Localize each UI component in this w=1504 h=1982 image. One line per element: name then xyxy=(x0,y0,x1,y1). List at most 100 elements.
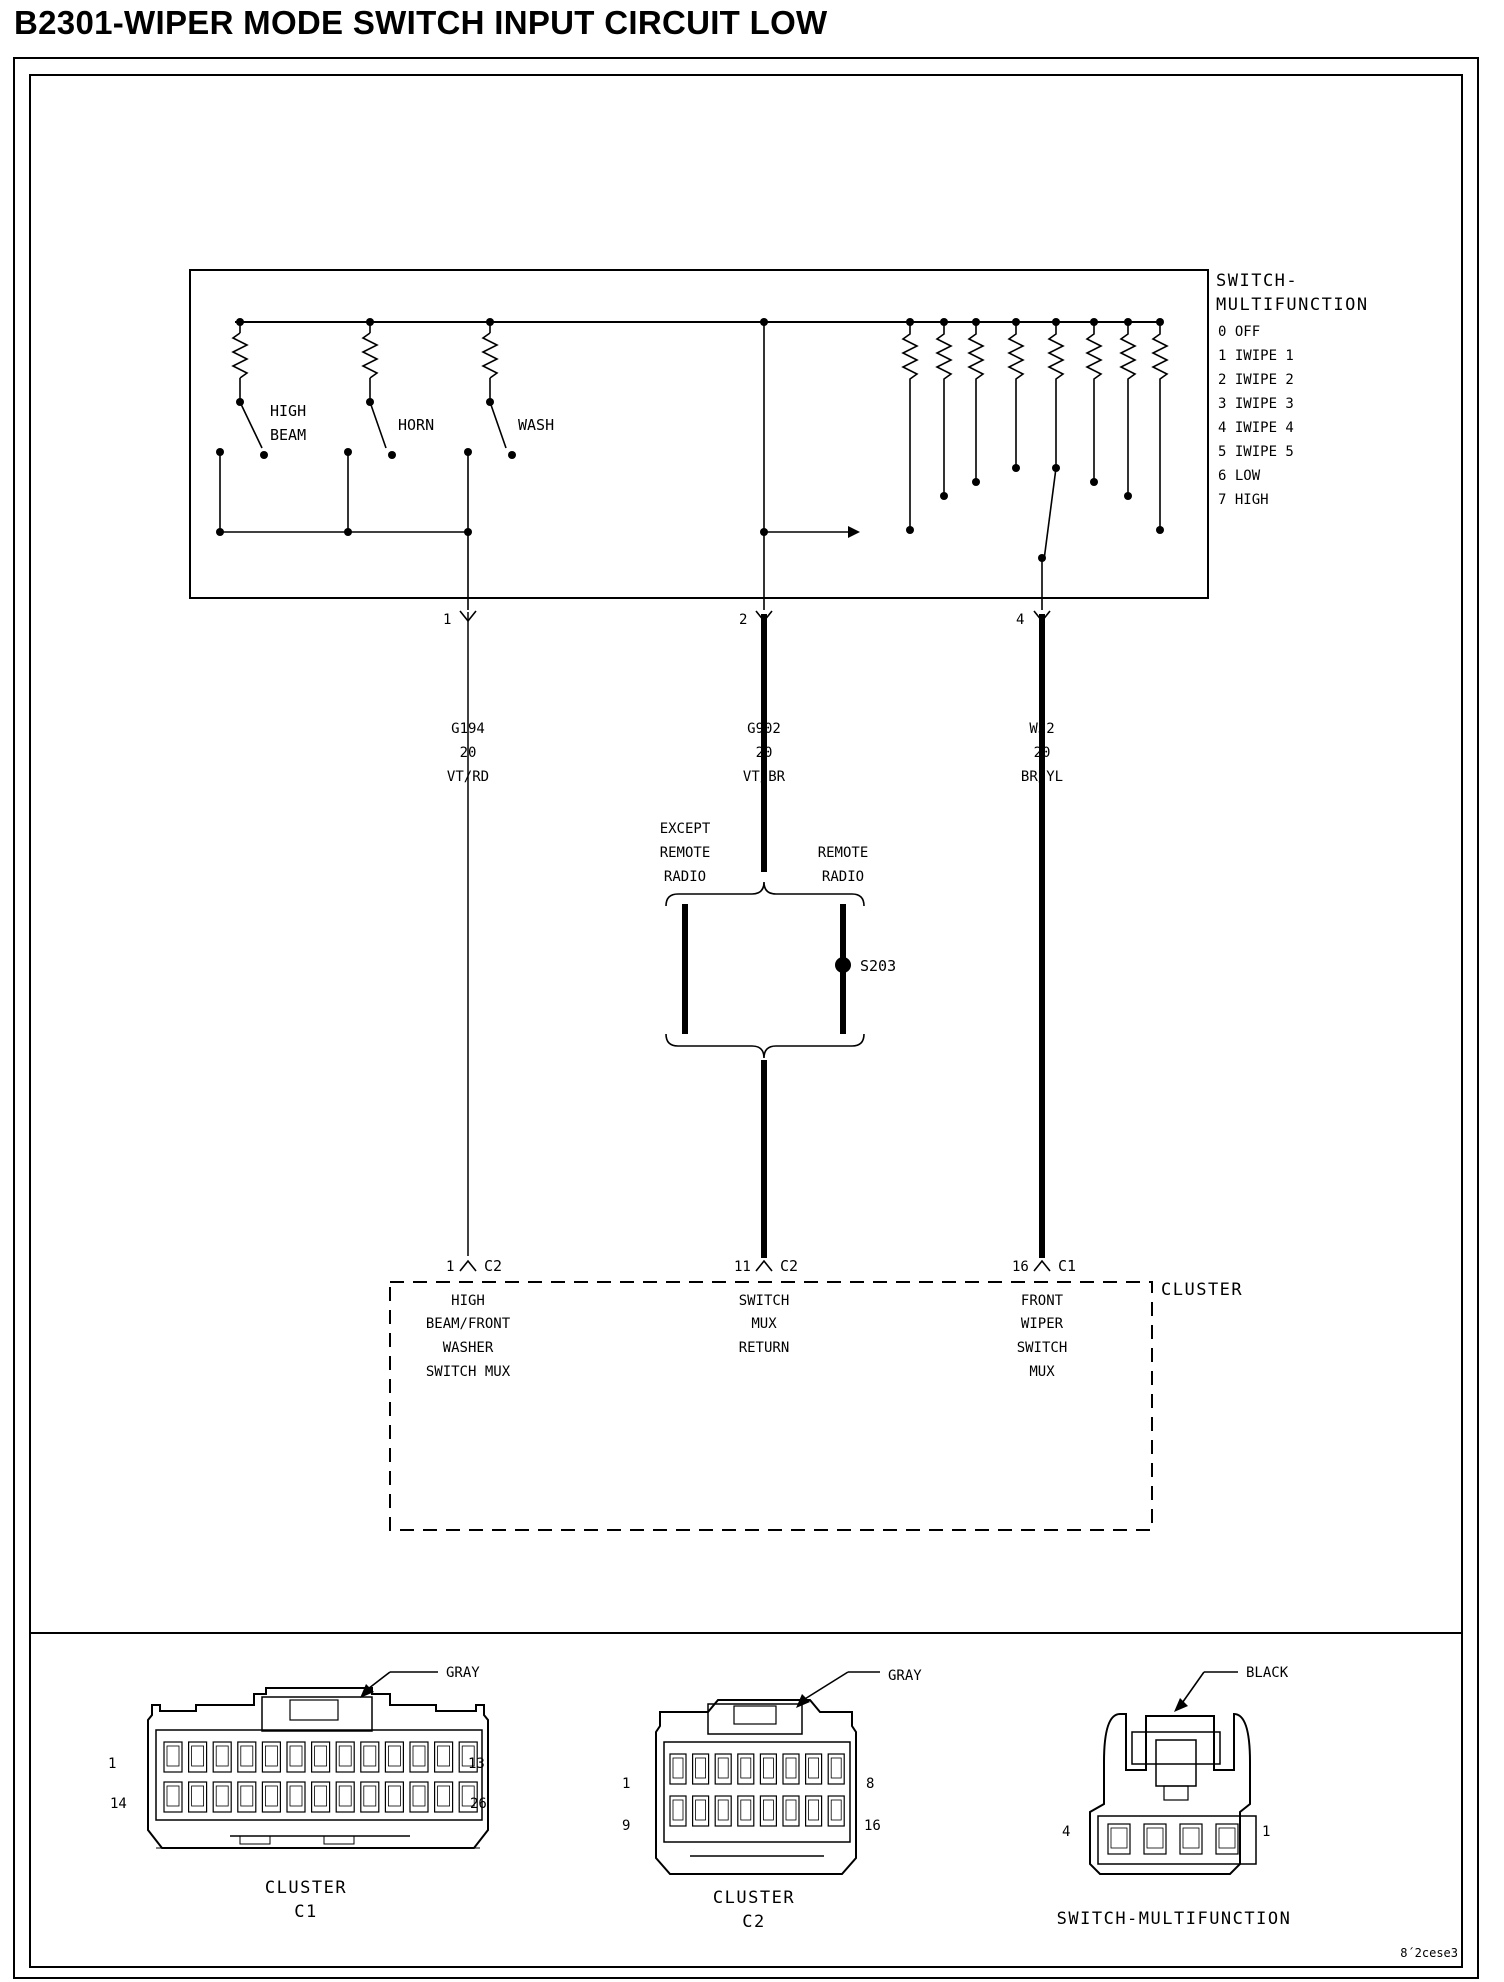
pin-cavity xyxy=(759,1795,778,1827)
pin-terminal xyxy=(191,1785,205,1807)
pin-terminal xyxy=(240,1745,254,1767)
ladder-node xyxy=(1052,318,1060,326)
ladder-resistor xyxy=(1085,322,1103,482)
ladder-resistor xyxy=(1119,322,1137,496)
pin-terminal xyxy=(338,1745,352,1767)
option-braces xyxy=(665,881,865,1059)
pin-cavity xyxy=(384,1741,404,1773)
connector-name: SWITCH-MULTIFUNCTION xyxy=(1057,1909,1292,1929)
wire-gauge: 20 xyxy=(460,745,477,761)
pin-cavity xyxy=(1107,1823,1131,1855)
splice-dot xyxy=(835,957,851,973)
pin-terminal xyxy=(763,1757,774,1779)
pin-terminal xyxy=(166,1745,180,1767)
ladder-node xyxy=(1012,318,1020,326)
pin-cavity xyxy=(360,1741,380,1773)
cluster-connector-id: C2 xyxy=(484,1257,502,1275)
pin-terminal xyxy=(314,1785,328,1807)
pin-cavity xyxy=(458,1781,478,1813)
cluster-name: CLUSTER xyxy=(1161,1280,1243,1300)
pin-cavity xyxy=(759,1753,778,1785)
pin-terminal xyxy=(717,1799,729,1821)
pin-terminal xyxy=(215,1745,229,1767)
option-right-label: REMOTE xyxy=(818,845,869,861)
pin-terminal xyxy=(1218,1827,1236,1849)
pin-terminal xyxy=(437,1785,451,1807)
connector-name: CLUSTER xyxy=(713,1888,795,1908)
connector-c2-pin-cavities xyxy=(669,1753,845,1827)
wire-gauge: 20 xyxy=(756,745,773,761)
option-left-label: EXCEPT xyxy=(660,821,711,837)
pin-terminal xyxy=(672,1799,684,1821)
pin-terminal xyxy=(363,1785,377,1807)
wire-color: VT/RD xyxy=(447,769,489,785)
wire-color: BR/YL xyxy=(1021,769,1063,785)
pin-cavity xyxy=(188,1781,208,1813)
pin-terminal xyxy=(695,1799,706,1821)
switch-position: 0 OFF xyxy=(1218,324,1260,340)
pin-terminal xyxy=(461,1745,475,1767)
connector-name: CLUSTER xyxy=(265,1878,347,1898)
pin-cavity xyxy=(434,1781,454,1813)
pin-terminal xyxy=(1110,1827,1128,1849)
ladder-resistor xyxy=(1047,322,1065,468)
pin-terminal xyxy=(830,1757,842,1779)
wire-circuit: W52 xyxy=(1029,721,1054,737)
cluster-connector-id: C1 xyxy=(1058,1257,1076,1275)
option-left-label: REMOTE xyxy=(660,845,711,861)
pin-cavity xyxy=(409,1781,429,1813)
cluster-pin-desc: WASHER xyxy=(443,1340,494,1356)
connector-pin-ref: 1 xyxy=(108,1756,116,1772)
connector-switch-multifunction xyxy=(1089,1712,1257,1875)
pin-cavity xyxy=(409,1741,429,1773)
pin-cavity xyxy=(782,1795,800,1827)
cluster-pin-desc: WIPER xyxy=(1021,1316,1064,1332)
cluster-pin-desc: SWITCH MUX xyxy=(426,1364,511,1380)
pin-cavity xyxy=(827,1795,845,1827)
ladder-resistor xyxy=(967,322,985,482)
ladder-node xyxy=(972,478,980,486)
cluster-pin-desc: MUX xyxy=(751,1316,777,1332)
connector-color: BLACK xyxy=(1246,1665,1289,1681)
pin-terminal xyxy=(785,1799,797,1821)
pin-cavity xyxy=(691,1795,710,1827)
figure-id: 8´2cese3 xyxy=(1400,1946,1458,1960)
pin-terminal xyxy=(363,1745,377,1767)
splice-label: S203 xyxy=(860,957,896,975)
connector-cluster-c2 xyxy=(655,1699,857,1875)
cluster-pin-desc: SWITCH xyxy=(739,1293,790,1309)
connector-c1-pin-cavities xyxy=(163,1741,478,1813)
ladder-node xyxy=(940,492,948,500)
pin-terminal xyxy=(740,1757,752,1779)
pin-cavity xyxy=(212,1781,232,1813)
pin-cavity xyxy=(212,1741,232,1773)
switch-position: 2 IWIPE 2 xyxy=(1218,372,1294,388)
pin-terminal xyxy=(808,1757,819,1779)
connector-pin-ref: 26 xyxy=(470,1796,487,1812)
inner-frame xyxy=(29,74,1463,1968)
pin-cavity xyxy=(669,1795,687,1827)
ladder-resistor xyxy=(901,322,919,530)
switch-position: 7 HIGH xyxy=(1218,492,1269,508)
pin-cavity xyxy=(804,1753,823,1785)
pin-cavity xyxy=(311,1781,331,1813)
pin-terminal xyxy=(763,1799,774,1821)
connector-pin-ref: 1 xyxy=(622,1776,630,1792)
pin-cavity xyxy=(737,1795,755,1827)
pin-terminal xyxy=(289,1785,303,1807)
pin-terminal xyxy=(437,1745,451,1767)
pin-cavity xyxy=(804,1795,823,1827)
horn-label: HORN xyxy=(398,416,434,434)
switch-position-list: 0 OFF 1 IWIPE 1 2 IWIPE 2 3 IWIPE 3 4 IW… xyxy=(1218,324,1294,508)
wash-label: WASH xyxy=(518,416,554,434)
option-left-label: RADIO xyxy=(664,869,706,885)
pin-terminal xyxy=(1146,1827,1164,1849)
high-beam-label-2: BEAM xyxy=(270,426,306,444)
outer-frame xyxy=(13,57,1479,1979)
ladder-resistor xyxy=(1007,322,1025,468)
switch-name-line1: SWITCH- xyxy=(1216,271,1298,291)
switch-position: 4 IWIPE 4 xyxy=(1218,420,1294,436)
pin-terminal xyxy=(1182,1827,1200,1849)
cluster-pin-desc: FRONT xyxy=(1021,1293,1064,1309)
